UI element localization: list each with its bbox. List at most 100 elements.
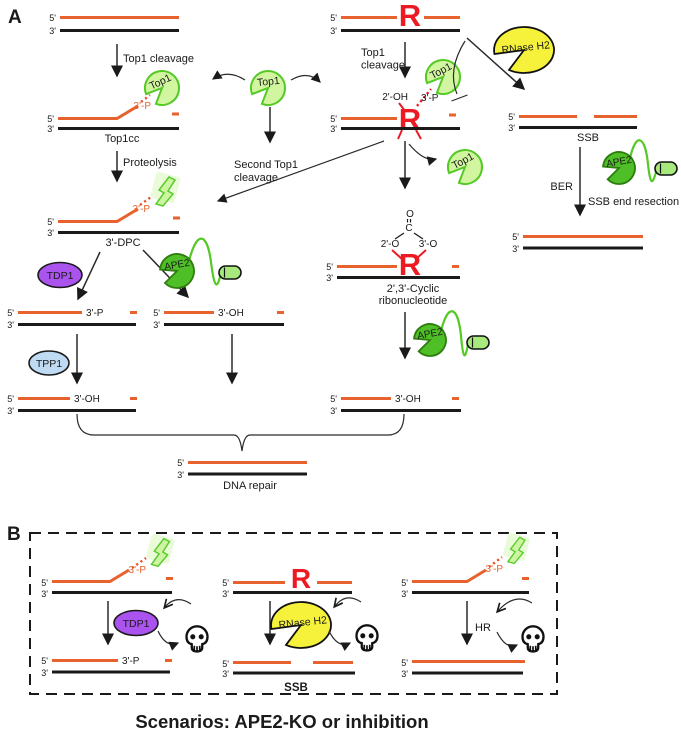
flap-3p-label: 3'-P — [134, 101, 152, 112]
rnaseh2-label: RNase H2 — [501, 39, 551, 56]
second-top1-label-line2: cleavage — [234, 172, 278, 184]
ribonucleotide-r: R — [399, 0, 421, 33]
bond-red — [391, 249, 403, 260]
ape2-label: APE2 — [416, 327, 444, 342]
blocked-arrow — [163, 598, 192, 610]
product-3oh-duplex-ape2: 5' 3'-OH 3' — [153, 308, 284, 330]
strand-3p-label: 3' — [7, 406, 14, 416]
r-leg — [397, 129, 403, 140]
end-3oh-label: 3'-OH — [395, 394, 421, 405]
bond-2oh — [398, 102, 406, 112]
caption: Scenarios: APE2-KO or inhibition — [135, 711, 428, 732]
strand-5p-label: 5' — [7, 308, 14, 318]
ape2-label: APE2 — [605, 155, 633, 170]
flap-3p-label: 3'-P — [129, 565, 147, 576]
ape2-tail-domain-icon — [218, 265, 242, 280]
skull-icon — [355, 624, 379, 652]
second-top1-label-line1: Second Top1 — [234, 159, 298, 171]
chem-2o: 2'-O — [381, 239, 400, 250]
top1-enzyme-icon: Top1 — [144, 70, 180, 106]
strand-5p-label: 5' — [41, 578, 48, 588]
strand-5p-label: 5' — [153, 308, 160, 318]
rnaseh2-enzyme: RNase H2 — [270, 601, 332, 649]
strand-5p-label: 5' — [326, 262, 333, 272]
chem-c: C — [405, 223, 412, 234]
tdp1-branch-arrow — [77, 251, 101, 301]
ssb-label: SSB — [284, 682, 308, 694]
scenario-hr: 3'-P 5' 3' HR 5' 3' — [401, 531, 545, 679]
product-3p-duplex: 5' 3'-P 3' — [7, 308, 137, 330]
covalent-link-dots — [140, 94, 151, 103]
central-top1-icon: Top1 — [250, 70, 286, 106]
proteolysis-label: Proteolysis — [123, 157, 177, 169]
product-3oh-duplex-cyclic: 5' 3'-OH 3' — [330, 394, 461, 416]
strand-5p-label: 5' — [401, 658, 408, 668]
flap-3p-label: 3'-P — [133, 204, 151, 215]
strand-3p-label: 3' — [47, 124, 54, 134]
chem-o: O — [406, 209, 414, 220]
ber-label: BER — [550, 181, 573, 193]
blocked-arrow — [333, 597, 362, 609]
p3-label: 3'-P — [421, 93, 439, 104]
top1cc-structure: 3'-P 5' 3' Top1 Top1cc — [47, 70, 180, 145]
panel-a-label: A — [8, 7, 22, 28]
dpc-structure: 3'-P 5' 3' 3'-DPC — [47, 170, 182, 249]
end-3p-label: 3'-P — [122, 656, 140, 667]
rnaseh2-arrow — [466, 37, 526, 91]
nicked-r-structure: 2'-OH 3'-P R 5' 3' Top1 — [330, 59, 461, 140]
intact-duplex: 5' 3' — [49, 13, 179, 36]
tpp1-label: TPP1 — [36, 358, 62, 370]
degraded-top1-icon — [144, 532, 176, 567]
rnaseh2-label: RNase H2 — [278, 614, 328, 631]
strand-5p-label: 5' — [41, 656, 48, 666]
repaired-duplex: 5' 3' — [512, 232, 643, 254]
blocked-arrow — [495, 598, 533, 614]
strand-5p-label: 5' — [47, 114, 54, 124]
bond — [413, 232, 424, 240]
inhibition-curve — [452, 40, 466, 95]
convergence-brace — [76, 413, 405, 452]
tdp1-enzyme — [113, 609, 159, 637]
covalent-link-dots — [139, 196, 152, 206]
panel-b-label: B — [7, 524, 21, 545]
chem-3o: 3'-O — [419, 239, 438, 250]
strand-5p-flap — [412, 568, 487, 583]
ape2-tail-domain-icon — [466, 335, 490, 350]
strand-3p-label: 3' — [330, 406, 337, 416]
cyclic-label-line2: ribonucleotide — [379, 295, 448, 307]
top1-cleavage-label-line2: cleavage — [361, 60, 405, 72]
degraded-top1-icon — [501, 531, 532, 565]
strand-3p-label: 3' — [512, 244, 519, 254]
ape2-enzyme-ber: APE2 — [602, 139, 678, 185]
strand-3p-label: 3' — [153, 320, 160, 330]
death-arrow — [328, 630, 352, 652]
strand-3p-label: 3' — [41, 668, 48, 678]
strand-5p-label: 5' — [47, 217, 54, 227]
strand-5p-label: 5' — [330, 13, 337, 23]
dna-repair-duplex: 5' 3' DNA repair — [177, 458, 307, 492]
ape2-enzyme-cyclic: APE2 — [413, 310, 490, 357]
scenario-rnaseh2: 5' R 3' RNase H2 5' 3' SSB — [222, 563, 379, 694]
top1-action-right-arrow — [290, 72, 321, 83]
strand-3p-label: 3' — [330, 26, 337, 36]
ribonucleotide-duplex: 5' R 3' — [330, 0, 460, 36]
strand-3p-label: 3' — [401, 589, 408, 599]
released-top1-icon: Top1 — [447, 149, 483, 185]
strand-5p-label: 5' — [401, 578, 408, 588]
ape2-tail-domain-icon — [654, 161, 678, 176]
tdp1-label: TDP1 — [47, 270, 74, 282]
death-arrow — [157, 630, 180, 651]
degraded-top1-icon — [149, 170, 182, 207]
bond — [394, 232, 405, 240]
ape2-label: APE2 — [163, 258, 191, 273]
strand-3p-label: 3' — [326, 273, 333, 283]
strand-5p-flap — [58, 104, 139, 120]
dpc-label: 3'-DPC — [105, 237, 140, 249]
strand-3p-label: 3' — [49, 26, 56, 36]
end-3p-label: 3'-P — [86, 308, 104, 319]
top1cc-label: Top1cc — [105, 133, 140, 145]
skull-icon — [185, 625, 209, 653]
cyclic-label-line1: 2',3'-Cyclic — [387, 283, 440, 295]
